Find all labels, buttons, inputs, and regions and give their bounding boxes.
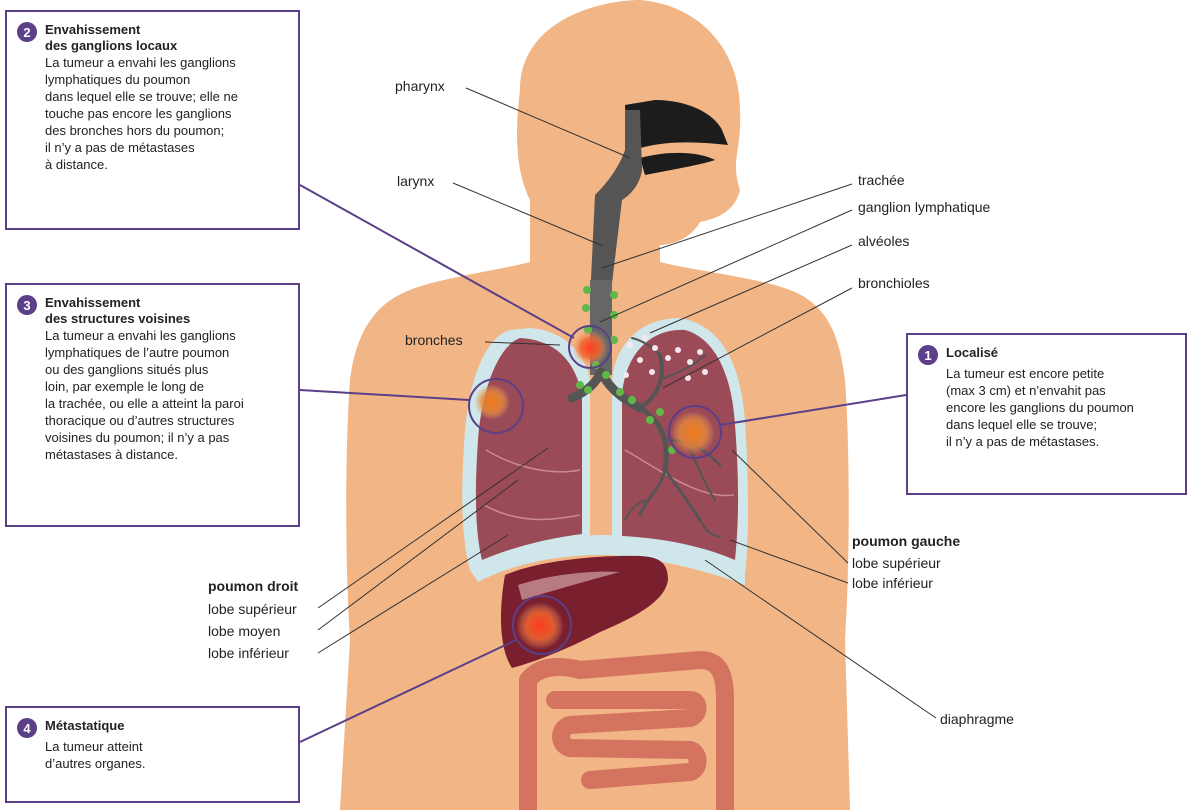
label-poumon-droit: poumon droit (208, 578, 298, 594)
label-pd-lobe-moyen: lobe moyen (208, 623, 280, 639)
label-bronchioles: bronchioles (858, 275, 930, 291)
stage-2-number: 2 (17, 22, 37, 42)
stage-1-title: Localisé (946, 345, 998, 361)
body-silhouette (340, 0, 850, 810)
tumor-node (572, 330, 608, 366)
stage-4-text: La tumeur atteint d’autres organes. (45, 738, 286, 772)
label-bronches: bronches (405, 332, 463, 348)
label-larynx: larynx (397, 173, 434, 189)
label-pg-lobe-inferieur: lobe inférieur (852, 575, 933, 591)
tumor-liver (516, 602, 564, 650)
stage-3-title: Envahissement des structures voisines (45, 295, 190, 327)
stage-4-box: 4 Métastatique La tumeur atteint d’autre… (5, 706, 300, 803)
label-poumon-gauche: poumon gauche (852, 533, 960, 549)
stage-1-box: 1 Localisé La tumeur est encore petite (… (906, 333, 1187, 495)
label-diaphragme: diaphragme (940, 711, 1014, 727)
stage-4-title: Métastatique (45, 718, 124, 734)
stage-4-number: 4 (17, 718, 37, 738)
stage-1-number: 1 (918, 345, 938, 365)
tumor-wall (474, 384, 510, 420)
label-pharynx: pharynx (395, 78, 445, 94)
tumor-left-lung (671, 411, 715, 455)
stage-2-box: 2 Envahissement des ganglions locaux La … (5, 10, 300, 230)
label-alveoles: alvéoles (858, 233, 909, 249)
label-pd-lobe-inferieur: lobe inférieur (208, 645, 289, 661)
label-pd-lobe-superieur: lobe supérieur (208, 601, 297, 617)
stage-3-box: 3 Envahissement des structures voisines … (5, 283, 300, 527)
stage-2-text: La tumeur a envahi les ganglions lymphat… (45, 54, 286, 173)
stage-1-text: La tumeur est encore petite (max 3 cm) e… (946, 365, 1173, 450)
stage-2-title: Envahissement des ganglions locaux (45, 22, 177, 54)
label-pg-lobe-superieur: lobe supérieur (852, 555, 941, 571)
label-ganglion-lymphatique: ganglion lymphatique (858, 199, 990, 215)
stage-3-number: 3 (17, 295, 37, 315)
label-trachee: trachée (858, 172, 905, 188)
stage-3-text: La tumeur a envahi les ganglions lymphat… (45, 327, 286, 463)
